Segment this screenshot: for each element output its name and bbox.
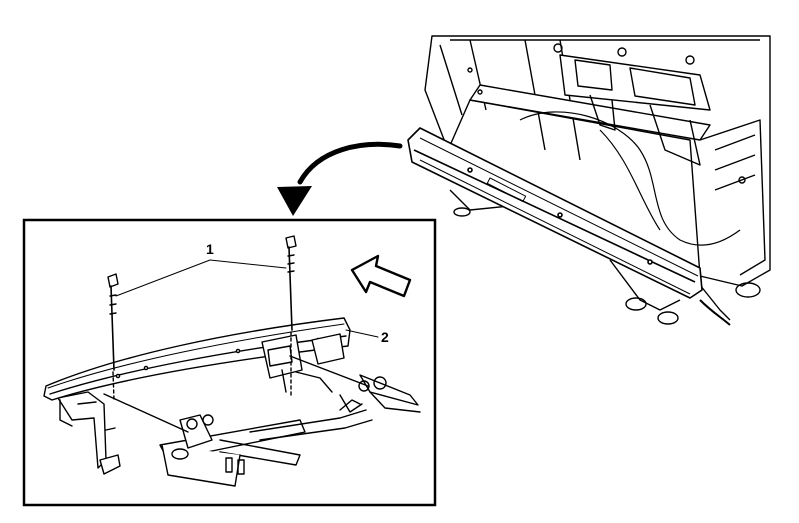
callout-1-label: 1 — [206, 241, 214, 257]
detail-pointer-arrow — [277, 141, 403, 216]
forward-direction-arrow — [350, 254, 412, 298]
frame-rails — [159, 374, 421, 487]
vehicle-front-overview — [424, 35, 771, 326]
callout-2-label: 2 — [381, 329, 389, 345]
left-mounting-bracket — [57, 391, 121, 475]
detail-view — [43, 235, 421, 487]
impact-bar-detail — [43, 317, 351, 401]
bolt-left — [107, 273, 119, 371]
bolt-right — [285, 235, 297, 331]
impact-bar-overview — [407, 127, 703, 299]
right-mounting-bracket — [261, 333, 345, 393]
